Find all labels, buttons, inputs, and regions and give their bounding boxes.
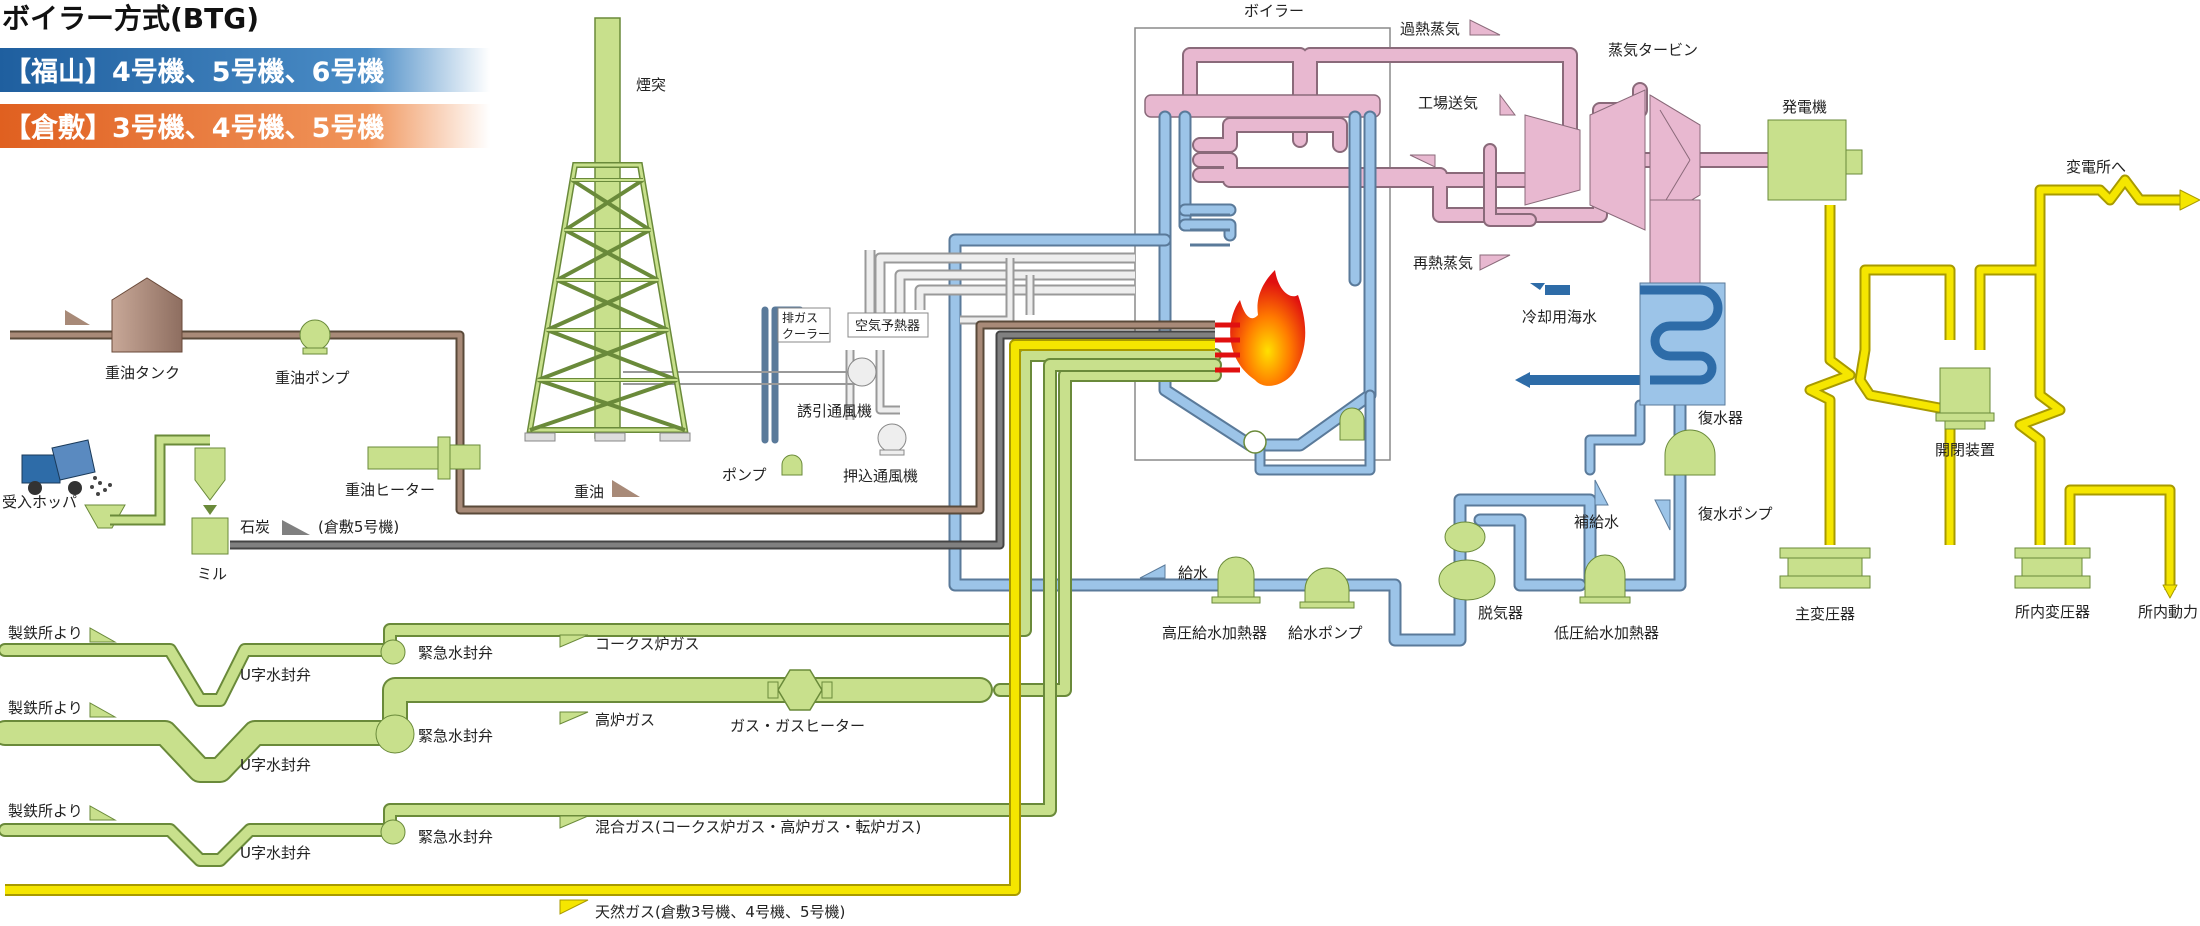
- flue-air-ducts: [623, 250, 1135, 420]
- label-oil-heater: 重油ヒーター: [345, 481, 435, 499]
- oil-heater: [367, 436, 481, 480]
- natural-gas-pipe: [5, 339, 1215, 896]
- label-main-transformer: 主変圧器: [1795, 605, 1855, 623]
- label-feed-pump: 給水ポンプ: [1288, 624, 1363, 642]
- label-fdf: 押込通風機: [843, 467, 918, 485]
- label-condenser: 復水器: [1698, 409, 1743, 427]
- label-heavy-oil: 重油: [574, 483, 604, 501]
- label-chimney: 煙突: [636, 76, 666, 94]
- steam-turbine: [1524, 89, 1701, 286]
- label-deaerator: 脱気器: [1478, 604, 1523, 622]
- label-from-steelworks-3: 製鉄所より: [8, 802, 83, 820]
- label-receiving-hopper: 受入ホッパ: [2, 493, 77, 511]
- label-coal: 石炭: [240, 518, 270, 536]
- label-oil-pump: 重油ポンプ: [275, 369, 350, 387]
- label-flue-gas-cooler-2: クーラー: [782, 327, 830, 341]
- page-title: ボイラー方式(BTG): [2, 2, 259, 35]
- label-factory-steam: 工場送気: [1418, 94, 1478, 112]
- condensate-pump: [1664, 429, 1716, 476]
- label-boiler: ボイラー: [1244, 2, 1304, 20]
- forced-draft-fan: [877, 423, 907, 456]
- label-u-seal-3: U字水封弁: [240, 844, 311, 862]
- emergency-seal-valve-blast: [375, 714, 415, 754]
- kurashiki-units: 【倉敷】3号機、4号機、5号機: [4, 112, 384, 144]
- condenser: [1639, 282, 1726, 406]
- generator: [1767, 119, 1863, 201]
- oil-pump: [299, 319, 331, 355]
- fukuyama-units: 【福山】4号機、5号機、6号機: [4, 57, 384, 88]
- emergency-seal-valve-coke: [380, 639, 406, 665]
- label-makeup-water: 補給水: [1574, 513, 1619, 531]
- label-hp-heater: 高圧給水加熱器: [1162, 624, 1267, 642]
- label-from-steelworks-2: 製鉄所より: [8, 699, 83, 717]
- label-mixed-gas: 混合ガス(コークス炉ガス・高炉ガス・転炉ガス): [595, 818, 921, 836]
- label-u-seal-1: U字水封弁: [240, 666, 311, 684]
- label-turbine: 蒸気タービン: [1608, 41, 1698, 59]
- label-pump: ポンプ: [722, 466, 767, 484]
- label-lp-heater: 低圧給水加熱器: [1554, 624, 1659, 642]
- fukuyama-band: 【福山】4号機、5号機、6号機: [0, 48, 490, 92]
- label-switchgear: 開閉装置: [1935, 441, 1995, 459]
- label-blast-gas: 高炉ガス: [595, 711, 655, 729]
- station-transformer: [2014, 547, 2091, 589]
- induced-draft-fan: [847, 357, 877, 387]
- hp-feedwater-heater: [1211, 556, 1261, 604]
- main-transformer: [1779, 547, 1871, 589]
- label-emergency-seal-1: 緊急水封弁: [418, 644, 493, 662]
- boiler-tube-bank: [1190, 213, 1230, 247]
- gas-gas-heater: [767, 669, 833, 711]
- boiler-circulation-pump: [1339, 407, 1365, 441]
- burner-fire: [1215, 270, 1306, 386]
- power-lines: [1804, 174, 2200, 599]
- label-feedwater: 給水: [1178, 564, 1208, 582]
- feed-pump: [1299, 567, 1355, 609]
- oil-tank: [111, 277, 183, 353]
- small-pump: [781, 454, 803, 476]
- label-station-power: 所内動力: [2138, 603, 2198, 621]
- label-flue-gas-cooler-1: 排ガス: [782, 311, 818, 325]
- label-coal-note: (倉敷5号機): [318, 518, 399, 536]
- label-u-seal-2: U字水封弁: [240, 756, 311, 774]
- emergency-seal-valve-mixed: [380, 819, 406, 845]
- label-gas-heater: ガス・ガスヒーター: [730, 717, 865, 735]
- label-idf: 誘引通風機: [797, 402, 872, 420]
- switchgear: [1935, 367, 1995, 430]
- label-coke-gas: コークス炉ガス: [595, 635, 700, 653]
- label-oil-tank: 重油タンク: [105, 364, 180, 382]
- label-air-preheater: 空気予熱器: [855, 318, 920, 334]
- label-generator: 発電機: [1782, 98, 1827, 116]
- lp-feedwater-heater: [1579, 554, 1631, 604]
- air-preheater: [847, 312, 929, 338]
- steam-drum: [1144, 94, 1381, 118]
- label-station-transformer: 所内変圧器: [2015, 603, 2090, 621]
- boiler-bottom-valve: [1243, 430, 1267, 454]
- label-from-steelworks-1: 製鉄所より: [8, 624, 83, 642]
- label-substation: 変電所へ: [2066, 158, 2126, 176]
- label-natural-gas: 天然ガス(倉敷3号機、4号機、5号機): [595, 903, 845, 921]
- flue-gas-cooler: [777, 307, 831, 343]
- label-reheat-steam: 再熱蒸気: [1413, 254, 1473, 272]
- receiving-hopper: [84, 434, 226, 529]
- label-condensate-pump: 復水ポンプ: [1698, 505, 1773, 523]
- label-emergency-seal-2: 緊急水封弁: [418, 727, 493, 745]
- dump-truck: [21, 439, 112, 496]
- mill: [191, 517, 229, 555]
- label-mill: ミル: [197, 565, 227, 583]
- kurashiki-band: 【倉敷】3号機、4号機、5号機: [0, 104, 490, 148]
- coal-pipes: [230, 330, 1215, 550]
- oil-pipes: [10, 320, 1215, 515]
- deaerator: [1438, 521, 1496, 601]
- flow-markers: [65, 19, 1671, 915]
- chimney: [524, 17, 691, 442]
- label-cooling-seawater: 冷却用海水: [1522, 308, 1597, 326]
- label-emergency-seal-3: 緊急水封弁: [418, 828, 493, 846]
- label-superheated-steam: 過熱蒸気: [1400, 20, 1460, 38]
